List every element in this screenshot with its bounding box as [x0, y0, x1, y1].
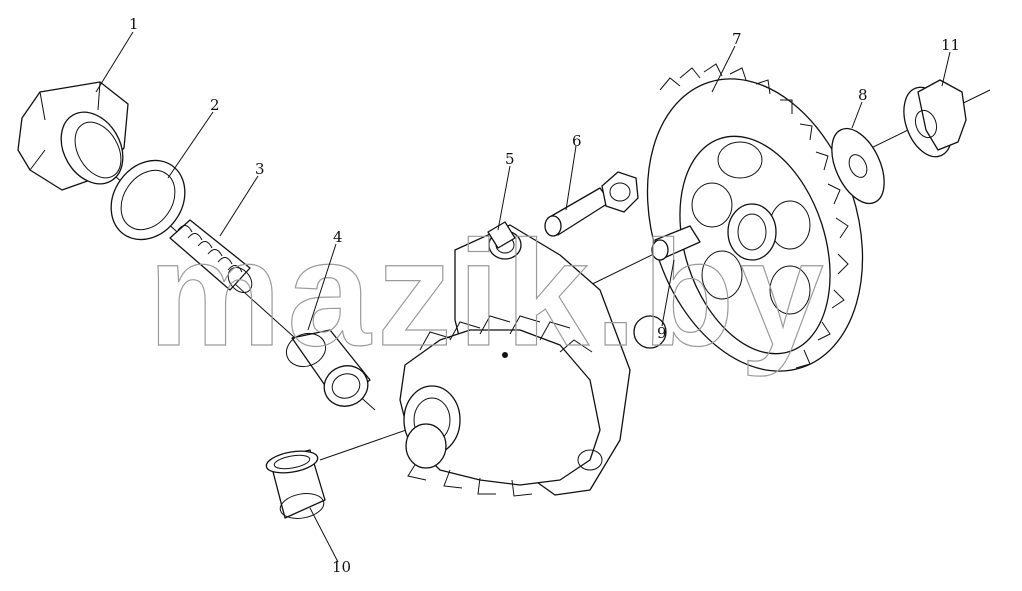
callout-5: 5	[505, 150, 515, 168]
watermark-text: mazik.by	[148, 209, 830, 377]
part-3-spring	[169, 219, 253, 294]
callout-7: 7	[732, 30, 742, 48]
part-4-sleeve	[285, 329, 371, 407]
callout-8: 8	[858, 86, 868, 104]
callout-1: 1	[129, 15, 139, 33]
part-6-bolt	[544, 171, 639, 237]
part-1-hex-plug	[17, 81, 129, 191]
part-10-bushing	[265, 449, 326, 519]
callout-labels: 1 2 3 4 5 6 7 8 9 10 11	[129, 15, 960, 576]
part-11-flange-nut	[903, 79, 967, 158]
part-8-washer	[831, 127, 885, 205]
callout-10: 10	[332, 558, 351, 576]
callout-3: 3	[255, 160, 265, 178]
callout-4: 4	[333, 228, 343, 246]
callout-11: 11	[941, 36, 960, 54]
part-9-ball	[633, 315, 667, 349]
callout-9: 9	[657, 324, 667, 342]
gear-shaft-pin	[651, 225, 701, 261]
part-2-washer	[110, 159, 186, 241]
leader-lines	[95, 31, 951, 563]
callout-2: 2	[210, 96, 220, 114]
part-7-drive-gear	[646, 63, 864, 372]
callout-6: 6	[572, 132, 582, 150]
